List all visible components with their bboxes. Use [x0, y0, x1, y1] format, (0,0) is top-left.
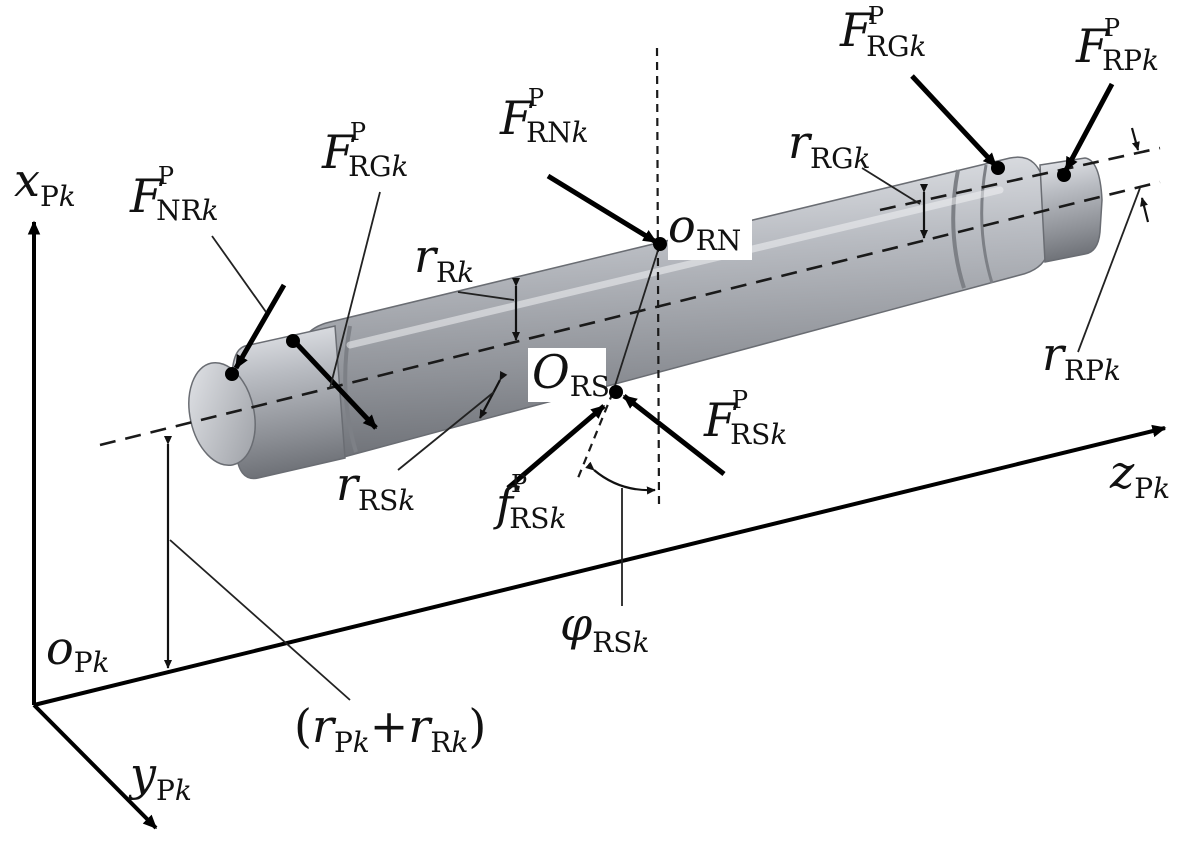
leader-r-r: [457, 291, 515, 301]
shaft-top-dashed: [879, 146, 1161, 212]
leader-f-nr: [211, 235, 267, 313]
force-arrow-rg-right: [910, 74, 998, 168]
roller-shaft: [188, 156, 1103, 480]
leader-r-rs: [397, 391, 495, 471]
shaft-groove-right: [951, 169, 966, 289]
point-rg-left: [286, 334, 300, 348]
point-rn: [653, 237, 667, 251]
point-rg-right: [991, 161, 1005, 175]
phi-rs-label: φRSk: [560, 597, 649, 659]
dimension-r-rp-bottom: [1140, 197, 1150, 223]
point-rs: [609, 385, 623, 399]
r-rp-label: rRPk: [1042, 327, 1121, 387]
phi-angle-arc: [585, 461, 656, 495]
origin-label: oPk: [46, 621, 110, 679]
point-nr: [225, 367, 239, 381]
y-axis-line: [32, 703, 158, 830]
dimension-r-rp-top: [1130, 127, 1140, 151]
force-arrow-rg-left: [293, 340, 378, 430]
point-rp: [1057, 168, 1071, 182]
y-axis-label: yPk: [128, 747, 192, 807]
o-rs-label: ORS: [532, 345, 610, 403]
leader-f-rg-left: [329, 191, 381, 389]
dimension-r-rs: [479, 370, 508, 419]
shaft-axis-dashed: [99, 180, 1161, 447]
shaft-highlight: [346, 186, 1004, 349]
r-rg-label: rRGk: [788, 115, 870, 175]
r-rs-label: rRSk: [336, 457, 415, 517]
force-arrow-rp: [1063, 82, 1115, 172]
leader-r-rg: [861, 167, 921, 205]
force-arrow-nr: [233, 283, 287, 370]
shaft-groove-left: [343, 325, 358, 453]
shaft-groove-right-2: [980, 164, 994, 284]
force-arrow-rs-left: [506, 404, 606, 490]
z-axis-label: zPk: [1109, 445, 1170, 505]
contact-radius-line: [612, 243, 661, 393]
o-rn-label-background: [668, 210, 752, 260]
vertical-reference-line: [655, 47, 661, 506]
normal-dashed-line: [576, 391, 615, 479]
o-rs-label-background: [528, 348, 606, 402]
offset-label: (rPk+rRk): [294, 699, 486, 759]
leader-r-rp: [1077, 187, 1141, 353]
shaft-right-neck: [1039, 157, 1103, 263]
force-arrow-rs-right: [622, 394, 726, 476]
o-rn-label: oRN: [668, 199, 741, 257]
r-r-label: rRk: [414, 229, 474, 289]
x-axis-label: xPk: [14, 153, 76, 213]
leader-offset: [169, 539, 351, 701]
force-arrow-rn: [546, 173, 658, 245]
z-axis-line: [33, 424, 1167, 707]
